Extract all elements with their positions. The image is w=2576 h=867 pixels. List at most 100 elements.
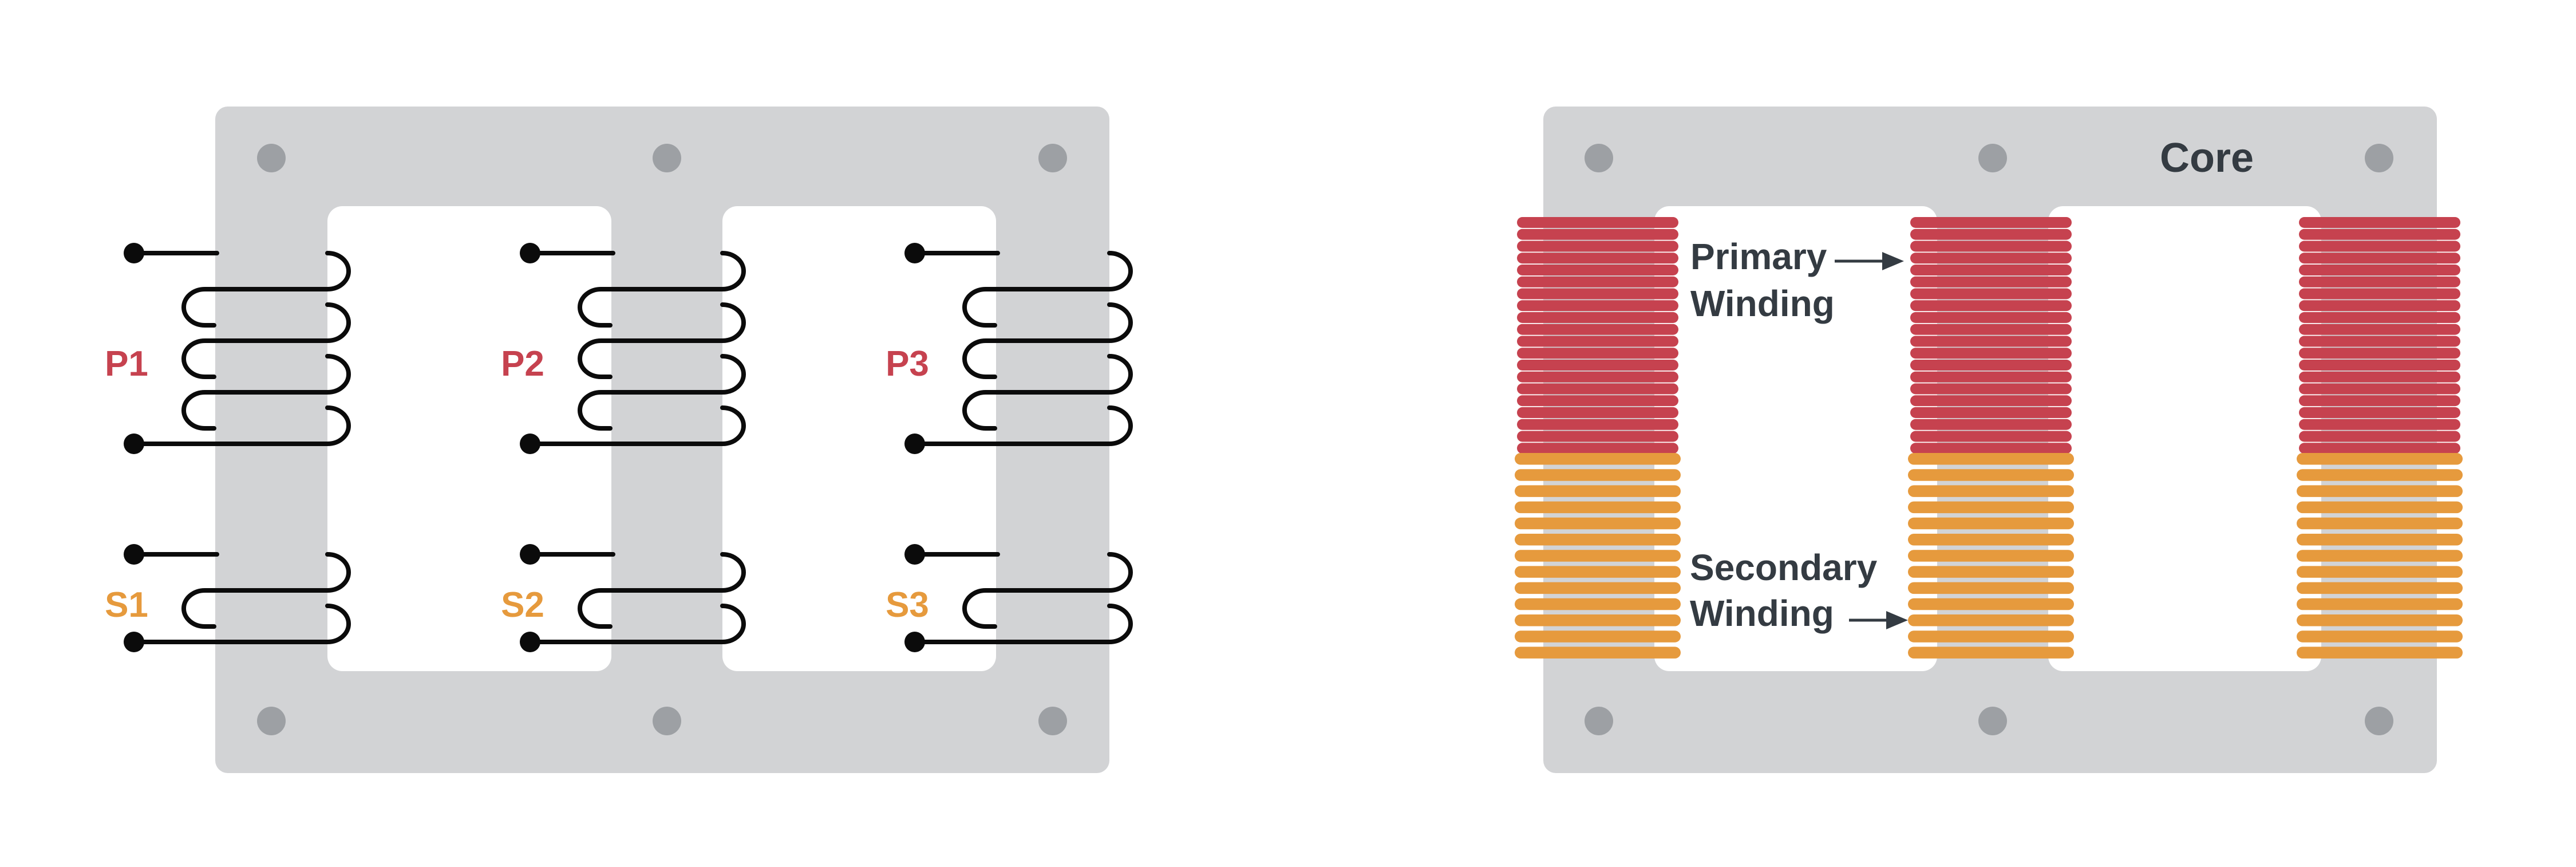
core-window [1654,206,1937,671]
secondary-winding-bar [1908,485,2074,497]
primary-winding-bar [2299,443,2460,454]
secondary-winding-bar [1515,469,1681,481]
bolt-icon [2365,707,2393,735]
primary-winding-bar [2299,360,2460,371]
primary-winding-bar [2299,383,2460,395]
primary-winding-bar [1910,276,2072,287]
secondary-winding-bar [1908,614,2074,626]
terminal-dot [520,632,540,652]
coil-wire-segment [181,251,351,328]
secondary-winding-bar [1515,566,1681,578]
primary-winding-bar [1517,395,1678,407]
primary-winding-bar [2299,371,2460,383]
coil-wire-segment [578,354,746,431]
secondary-winding-bar [1515,485,1681,497]
coil-wire-segment [912,604,1133,644]
primary-winding-bar [2299,228,2460,240]
primary-winding-bar [1517,265,1678,275]
winding-label-p2: P2 [501,344,544,384]
secondary-winding-bar [1515,517,1681,530]
winding-stack-leg1 [1515,217,1681,659]
primary-winding-bar [1517,383,1678,395]
primary-winding-bar [1517,228,1678,240]
primary-winding-bar [1910,312,2072,323]
terminal-dot [904,632,925,652]
coil-wire-segment [962,302,1133,379]
arrow-icon [1835,252,1904,270]
bolt-icon [1038,707,1067,735]
bolt-icon [1978,144,2007,172]
winding-label-s1: S1 [105,585,148,625]
secondary-winding-label-line2: Winding [1690,593,1834,634]
secondary-winding-bar [2297,614,2463,626]
primary-winding-bar [1910,395,2072,407]
secondary-winding-bar [2297,550,2463,562]
winding-label-s3: S3 [886,585,929,625]
secondary-winding-bar [2297,598,2463,610]
core-window [327,206,611,671]
primary-coil-leg1 [124,243,351,454]
secondary-winding-bar [1515,501,1681,514]
primary-winding-bar [2299,407,2460,418]
primary-winding-bar [1910,383,2072,395]
primary-winding-bar [2299,288,2460,299]
primary-winding-label-line2: Winding [1690,283,1835,324]
bolt-icon [2365,144,2393,172]
secondary-winding-bar [1908,550,2074,562]
secondary-winding-bar [1908,501,2074,514]
primary-winding-bar [1517,443,1678,454]
bolt-icon [1978,707,2007,735]
primary-winding-bar [1910,228,2072,240]
secondary-winding-bar [1908,582,2074,594]
terminal-dot [520,544,540,565]
primary-winding-bar [2299,253,2460,264]
schematic-winding-diagram: P1 P2 P3 S1 S2 S3 [105,107,1133,773]
core-label: Core [2160,135,2254,181]
winding-stack-leg3 [2297,217,2463,659]
coil-wire-segment [912,405,1133,446]
primary-winding-bar [2299,312,2460,323]
primary-winding-bar [1517,407,1678,418]
secondary-winding-bar [1908,647,2074,659]
bolt-icon [653,144,681,172]
terminal-dot [520,434,540,454]
secondary-winding-bar [1515,598,1681,610]
secondary-winding-bar [2297,517,2463,530]
primary-winding-bar [1910,265,2072,275]
secondary-winding-bar [1908,534,2074,546]
primary-winding-bar [2299,217,2460,228]
primary-winding-bar [1910,241,2072,252]
secondary-winding-bar [2297,485,2463,497]
arrow-icon [1849,611,1908,629]
primary-winding-bar [1517,336,1678,347]
primary-winding-bar [2299,419,2460,430]
terminal-dot [124,434,144,454]
bolt-icon [1585,144,1613,172]
secondary-winding-bar [2297,647,2463,659]
primary-winding-bar [1910,360,2072,371]
primary-winding-bar [1910,288,2072,299]
primary-winding-bar [1517,431,1678,442]
secondary-winding-bar [2297,501,2463,514]
primary-winding-bar [2299,336,2460,347]
coil-wire-segment [578,251,746,328]
coil-wire-segment [132,604,351,644]
terminal-dot [904,544,925,565]
terminal-dot [124,632,144,652]
primary-winding-bar [1517,253,1678,264]
coil-wire-segment [181,302,351,379]
secondary-winding-bar [2297,582,2463,594]
bolt-icon [653,707,681,735]
bolt-icon [257,707,286,735]
secondary-coil-leg2 [520,544,746,652]
primary-winding-bar [2299,265,2460,275]
terminal-dot [520,243,540,263]
secondary-winding-label-line1: Secondary [1690,547,1878,588]
primary-winding-bar [1517,217,1678,228]
primary-winding-bar [1517,300,1678,312]
primary-coil-leg2 [520,243,746,454]
primary-winding-bar [1910,300,2072,312]
coil-wire-segment [132,405,351,446]
primary-winding-bar [2299,324,2460,335]
primary-winding-bar [1910,431,2072,442]
